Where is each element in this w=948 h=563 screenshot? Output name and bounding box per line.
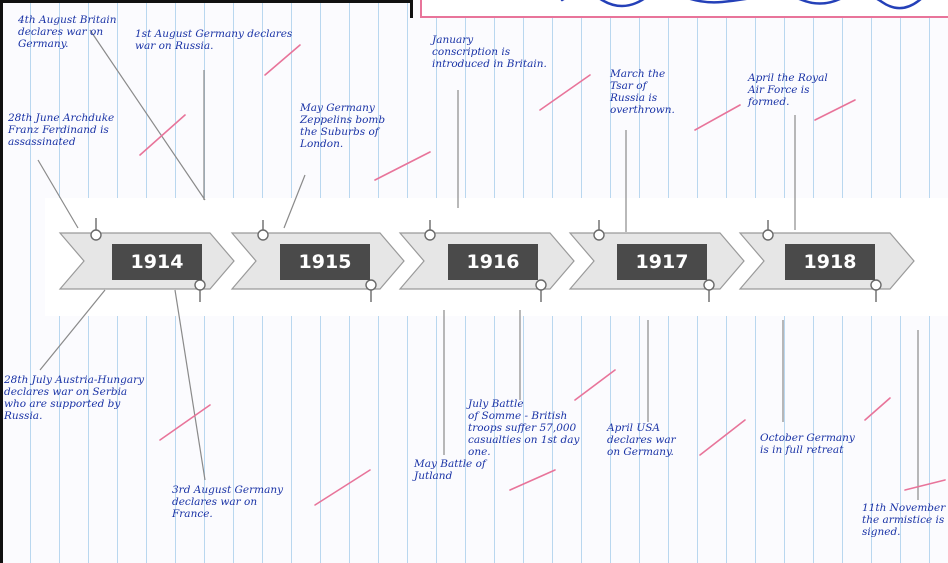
note-may-jutland: May Battle of Jutland (414, 458, 486, 482)
title-scrawl (560, 0, 922, 10)
year-label-1914: 1914 (112, 244, 202, 280)
note-aug4-britain: 4th August Britain declares war on Germa… (18, 14, 117, 50)
note-nov11-armistice: 11th November the armistice is signed. (862, 502, 946, 538)
note-may-zeppelins: May Germany Zeppelins bomb the Suburbs o… (300, 102, 386, 150)
note-jan-conscription: January conscription is introduced in Br… (432, 34, 547, 70)
title-box (420, 0, 948, 18)
year-label-1915: 1915 (280, 244, 370, 280)
page-frame-top (0, 0, 412, 3)
note-jul28-austria: 28th July Austria-Hungary declares war o… (4, 374, 145, 422)
note-mar-tsar: March the Tsar of Russia is overthrown. (610, 68, 675, 116)
note-jun28-archduke: 28th June Archduke Franz Ferdinand is as… (8, 112, 115, 148)
year-label-1917: 1917 (617, 244, 707, 280)
note-jul-somme: July Battle of Somme - British troops su… (468, 398, 580, 458)
year-label-1918: 1918 (785, 244, 875, 280)
note-apr-raf: April the Royal Air Force is formed. (748, 72, 828, 108)
note-aug3-germany: 3rd August Germany declares war on Franc… (172, 484, 284, 520)
note-oct-retreat: October Germany is in full retreat (760, 432, 855, 456)
page-frame-left (0, 0, 3, 563)
year-label-1916: 1916 (448, 244, 538, 280)
note-aug1-germany: 1st August Germany declares war on Russi… (135, 28, 293, 52)
page-frame-corner (410, 0, 413, 18)
note-apr-usa: April USA declares war on Germany. (607, 422, 676, 458)
